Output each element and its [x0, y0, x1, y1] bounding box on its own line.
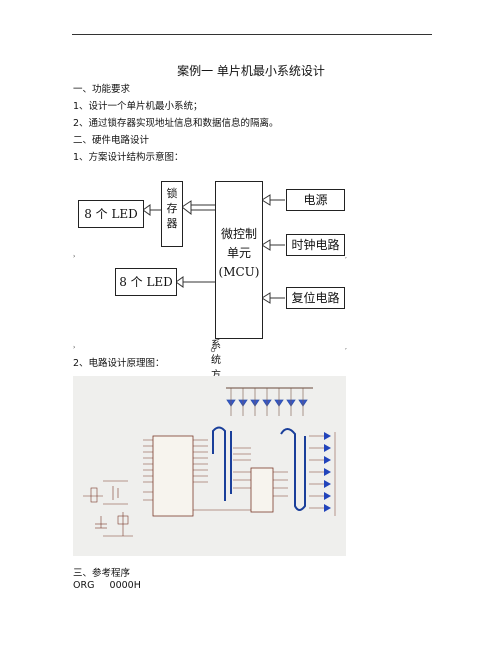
mcu-label-2: 单元 — [226, 246, 251, 260]
mcu-label-1: 微控制 — [220, 227, 257, 241]
svg-text:,: , — [345, 344, 347, 351]
reset-box: 复位电路 — [286, 287, 345, 309]
schematic-drawing — [83, 387, 336, 537]
requirement-1: 1、设计一个单片机最小系统； — [73, 101, 203, 112]
mcu-box: 微控制 单元 (MCU) — [215, 181, 263, 339]
latch-box: 锁存器 — [161, 181, 183, 247]
block-diagram-arrows: › , › , — [73, 194, 347, 353]
item-block-diagram-heading: 1、方案设计结构示意图： — [73, 152, 184, 163]
led-bottom-box: 8 个 LED — [115, 268, 177, 296]
header-rule — [72, 34, 432, 35]
code-line: ORG 0000H — [73, 580, 141, 591]
svg-text:,: , — [345, 253, 347, 260]
power-box: 电源 — [286, 189, 345, 211]
svg-text:›: › — [73, 253, 75, 260]
requirement-2: 2、通过锁存器实现地址信息和数据信息的隔离。 — [73, 118, 279, 129]
mcu-label-3: (MCU) — [218, 265, 260, 279]
section-heading-requirements: 一、功能要求 — [73, 84, 131, 95]
section-heading-program: 三、参考程序 — [73, 568, 131, 579]
page-title: 案例一 单片机最小系统设计 — [177, 64, 325, 78]
svg-text:›: › — [73, 344, 75, 351]
clock-box: 时钟电路 — [286, 234, 345, 256]
section-heading-hardware: 二、硬件电路设计 — [73, 135, 150, 146]
led-top-box: 8 个 LED — [78, 200, 144, 228]
circuit-schematic — [73, 376, 346, 556]
item-schematic-heading: 2、电路设计原理图： — [73, 358, 165, 369]
